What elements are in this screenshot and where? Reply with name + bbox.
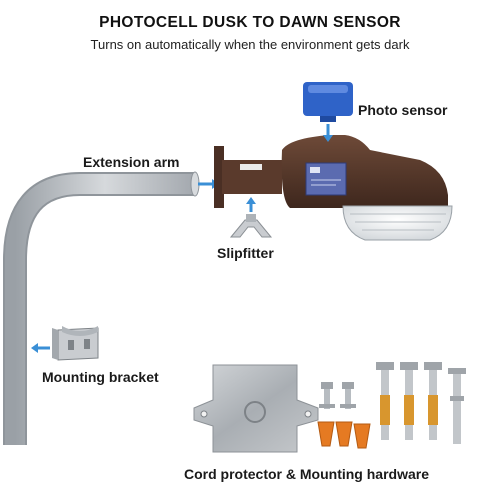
page-title: PHOTOCELL DUSK TO DAWN SENSOR — [99, 14, 401, 31]
cord-hardware-label: Cord protector & Mounting hardware — [184, 466, 429, 482]
mounting-bracket — [52, 326, 99, 361]
cord-protector — [193, 364, 319, 453]
sensor-arrow — [323, 124, 333, 142]
mounting-bracket-label: Mounting bracket — [42, 369, 159, 385]
wire-nuts — [317, 421, 371, 449]
bolts — [319, 382, 356, 409]
anchor-bolts — [376, 362, 466, 444]
extension-arm — [3, 171, 200, 445]
extension-arm-label: Extension arm — [83, 154, 180, 170]
photo-sensor — [303, 82, 353, 122]
mount-plate — [214, 146, 282, 208]
photo-sensor-label: Photo sensor — [358, 102, 448, 118]
slipfitter — [229, 214, 273, 238]
bracket-arrow — [31, 343, 50, 353]
light-housing — [281, 135, 453, 241]
slipfitter-arrow — [246, 197, 256, 212]
slipfitter-label: Slipfitter — [217, 245, 274, 261]
page-subtitle: Turns on automatically when the environm… — [90, 37, 410, 52]
